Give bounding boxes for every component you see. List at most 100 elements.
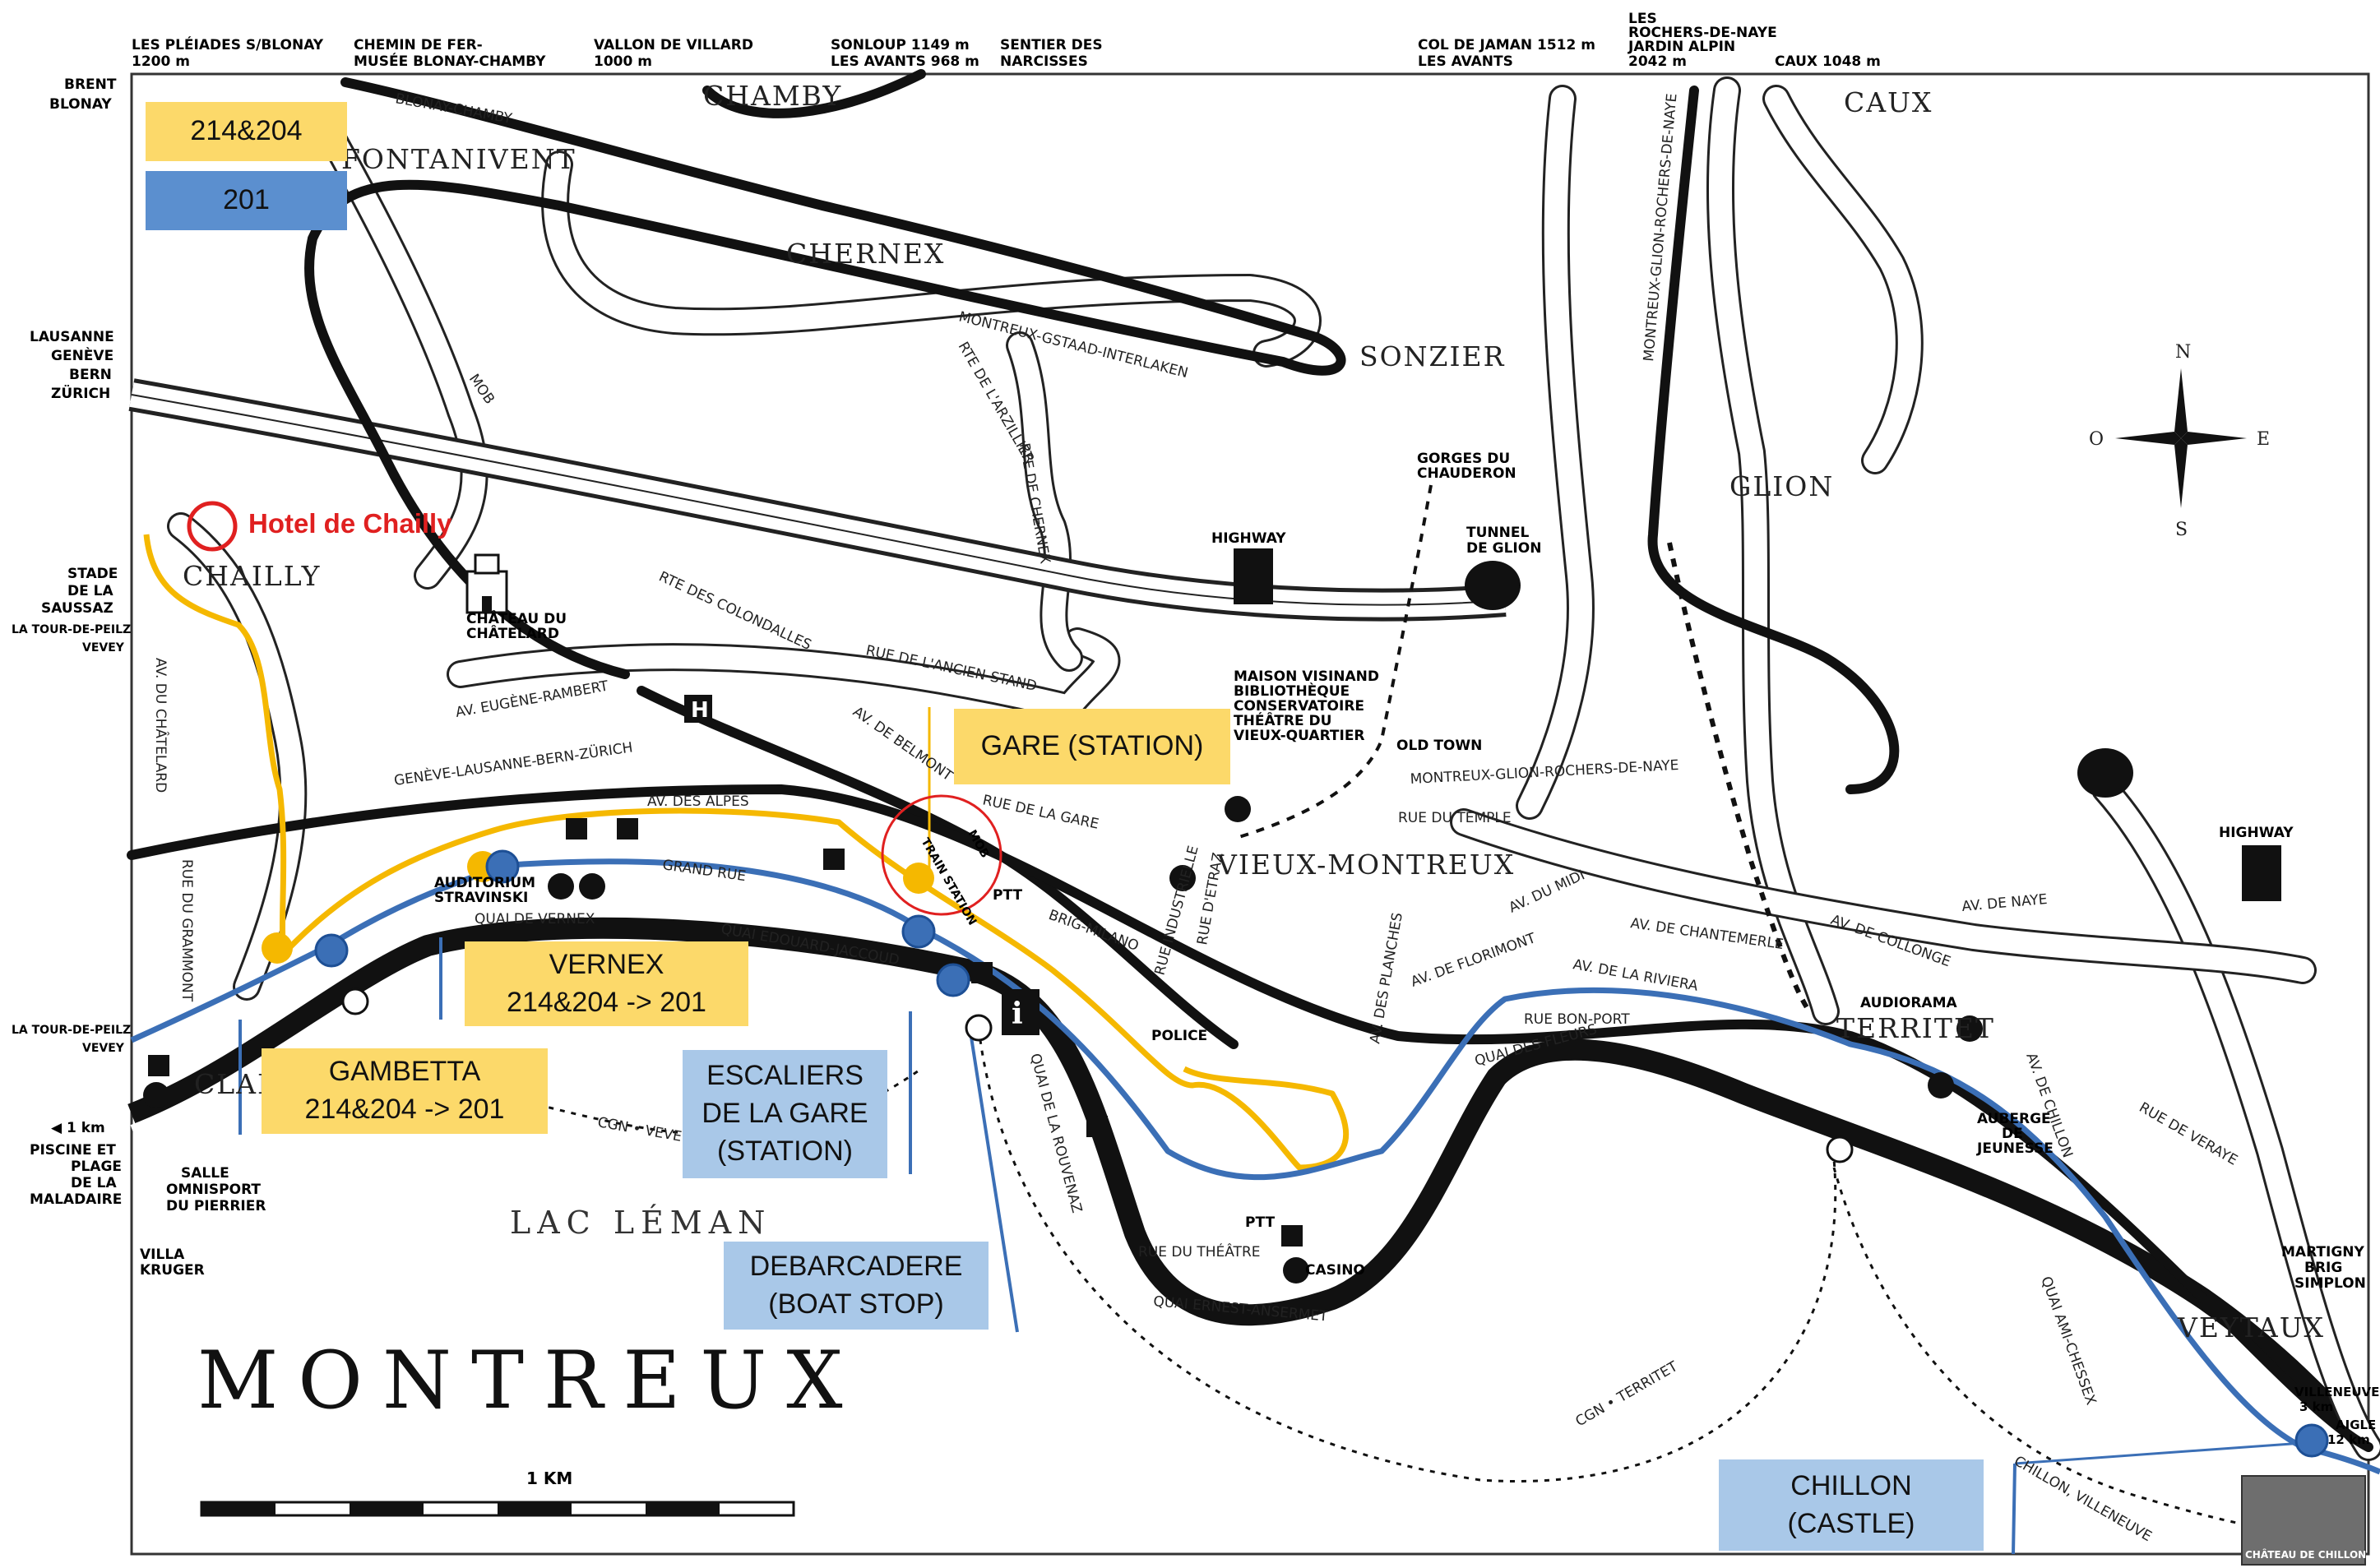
towns-chernex-label: CHERNEX bbox=[786, 238, 945, 270]
info-i: i bbox=[1012, 997, 1023, 1031]
left-labels-onekm-label: ◀ 1 km bbox=[51, 1120, 105, 1136]
boat-route-territet bbox=[977, 1027, 1837, 1482]
places-maison3-label: CONSERVATOIRE bbox=[1234, 698, 1364, 715]
left-labels-tour2-label: LA TOUR-DE-PEILZ bbox=[12, 1024, 131, 1037]
left-labels-zurich-label: ZÜRICH bbox=[51, 384, 110, 402]
streets-chillon-villeneuve-label: CHILLON, VILLENEUVE bbox=[2012, 1453, 2155, 1545]
bus-stop-gambetta-yellow[interactable] bbox=[262, 932, 293, 964]
top-labels-pleiades-label: LES PLÉIADES S/BLONAY bbox=[132, 35, 324, 53]
streets-alpes-label: AV. DES ALPES bbox=[647, 793, 749, 810]
compass-e: E bbox=[2257, 429, 2270, 450]
left-labels-vevey1-label: VEVEY bbox=[82, 641, 125, 654]
streets-theatre-label: RUE DU THÉÂTRE bbox=[1138, 1242, 1261, 1260]
highway bbox=[128, 378, 1507, 622]
top-labels-rochers2-label: ROCHERS-DE-NAYE bbox=[1628, 25, 1777, 41]
bus-stop-escaliers-blue[interactable] bbox=[901, 914, 936, 949]
places-villa1-label: VILLA bbox=[140, 1247, 185, 1263]
left-labels-lausanne-label: LAUSANNE bbox=[30, 329, 114, 345]
places-highway2-label: HIGHWAY bbox=[2219, 825, 2294, 841]
bus-line-214-204 bbox=[143, 534, 1350, 1171]
compass-s: S bbox=[2175, 520, 2188, 540]
streets-cgn-vevey-label: CGN • VEVEY bbox=[596, 1114, 692, 1147]
places-chateau2-label: CHÂTELARD bbox=[466, 624, 559, 642]
top-labels-narcisses-label: NARCISSES bbox=[1000, 53, 1088, 70]
parking-icons bbox=[148, 818, 1303, 1247]
top-labels-musee-label: MUSÉE BLONAY-CHAMBY bbox=[354, 52, 546, 70]
streets-gare-label: RUE DE LA GARE bbox=[981, 792, 1100, 832]
top-labels-col-label: COL DE JAMAN 1512 m bbox=[1418, 37, 1595, 53]
left-labels-piscine2-label: PLAGE bbox=[71, 1159, 122, 1175]
places-auberge1-label: AUBERGE bbox=[1977, 1111, 2051, 1127]
streets-veraye-label: RUE DE VERAYE bbox=[2137, 1099, 2241, 1169]
places-audio1-label: AUDITORIUM bbox=[434, 875, 535, 891]
bus-stop-gare-yellow[interactable] bbox=[903, 863, 934, 894]
top-labels: LES PLÉIADES S/BLONAY 1200 m CHEMIN DE F… bbox=[132, 11, 1881, 70]
map-title: MONTREUX bbox=[197, 1334, 863, 1427]
places-aigle2-label: 12 km bbox=[2327, 1432, 2370, 1447]
streets-belmont-label: AV. DE BELMONT bbox=[850, 704, 956, 785]
highway-sign-icon bbox=[1234, 548, 1273, 604]
places-maison2-label: BIBLIOTHÈQUE bbox=[1234, 682, 1350, 700]
towns-fontanivent-label: FONTANIVENT bbox=[341, 143, 576, 175]
places-salle3-label: DU PIERRIER bbox=[166, 1198, 266, 1214]
places-maison4-label: THÉÂTRE DU bbox=[1234, 711, 1331, 729]
towns-territet-label: TERRITET bbox=[1836, 1012, 1995, 1044]
sbb-rail bbox=[127, 784, 2373, 1452]
chillon-pointer-2 bbox=[2014, 1441, 2304, 1465]
streets-bonport-label: RUE BON-PORT bbox=[1524, 1011, 1630, 1028]
towns-chailly-label: CHAILLY bbox=[183, 560, 321, 592]
places-tunnel2-label: DE GLION bbox=[1466, 540, 1541, 557]
streets-naye-label: AV. DE NAYE bbox=[1961, 891, 2049, 915]
note-debarcadere: DEBARCADERE (BOAT STOP) bbox=[724, 1242, 989, 1330]
hotel-marker bbox=[187, 501, 238, 552]
streets-temple-label: RUE DU TEMPLE bbox=[1398, 810, 1512, 826]
compass-n: N bbox=[2175, 342, 2191, 363]
top-labels-rochers1-label: LES bbox=[1628, 11, 1657, 27]
note-chillon: CHILLON (CASTLE) bbox=[1719, 1459, 1984, 1551]
bus-stop-vernex-blue[interactable] bbox=[485, 849, 520, 884]
top-labels-pleiades-alt-label: 1200 m bbox=[132, 53, 190, 70]
left-labels-bern-label: BERN bbox=[69, 367, 112, 383]
top-labels-sentier-label: SENTIER DES bbox=[1000, 37, 1103, 53]
poi-dots bbox=[143, 796, 1983, 1284]
bus-stop-debarcadere-blue[interactable] bbox=[936, 963, 970, 997]
streets-cgn-territet-label: CGN • TERRITET bbox=[1573, 1358, 1682, 1431]
bus-stop-gambetta-blue[interactable] bbox=[314, 933, 349, 968]
legend-line-214-204: 214&204 bbox=[146, 102, 347, 161]
blonay-chamby-rail bbox=[304, 77, 1346, 679]
bus-stop-chillon-blue[interactable] bbox=[2294, 1423, 2329, 1458]
chillon-pointer bbox=[2012, 1463, 2017, 1555]
map-frame bbox=[130, 72, 2370, 1556]
left-labels-stade3-label: SAUSSAZ bbox=[41, 600, 113, 617]
places-martigny2-label: BRIG bbox=[2304, 1260, 2342, 1276]
compass: N S E O bbox=[2089, 342, 2270, 540]
place-labels: HIGHWAY HIGHWAY TUNNEL DE GLION GORGES D… bbox=[140, 451, 2379, 1561]
places-gorges1-label: GORGES DU bbox=[1417, 451, 1510, 467]
places-ptt1-label: PTT bbox=[993, 887, 1022, 904]
left-labels-geneve-label: GENÈVE bbox=[51, 346, 113, 364]
mgi-rail bbox=[702, 69, 926, 118]
towns-veytaux-label: VEYTAUX bbox=[2177, 1311, 2325, 1344]
left-labels-stade1-label: STADE bbox=[67, 566, 118, 582]
left-labels-stade2-label: DE LA bbox=[67, 583, 113, 599]
hotel-label: Hotel de Chailly bbox=[248, 508, 452, 539]
debarcadere-pointer bbox=[969, 1031, 1019, 1333]
towns-sonzier-label: SONZIER bbox=[1359, 340, 1505, 372]
places-ptt2-label: PTT bbox=[1245, 1214, 1275, 1231]
chillon-thumbnail bbox=[2241, 1475, 2366, 1566]
top-labels-vallon-label: VALLON DE VILLARD bbox=[594, 37, 753, 53]
streets-chatelard-av-label: AV. DU CHÂTELARD bbox=[152, 658, 170, 793]
places-maison5-label: VIEUX-QUARTIER bbox=[1234, 728, 1365, 744]
streets-glb-label: GENÈVE-LAUSANNE-BERN-ZÜRICH bbox=[393, 738, 634, 789]
places-martigny3-label: SIMPLON bbox=[2294, 1275, 2366, 1292]
note-escaliers: ESCALIERS DE LA GARE (STATION) bbox=[683, 1050, 887, 1178]
legend-line-201: 201 bbox=[146, 171, 347, 230]
streets-blonay-chamby-label: BLONAY-CHAMBY bbox=[394, 90, 513, 127]
places-casino-label: CASINO bbox=[1305, 1262, 1365, 1279]
places-salle1-label: SALLE bbox=[181, 1165, 229, 1182]
town-labels: CHAMBY FONTANIVENT CHERNEX SONZIER CAUX … bbox=[183, 80, 2325, 1344]
streets-chantemerle-label: AV. DE CHANTEMERLE bbox=[1629, 915, 1785, 953]
chauderon-path bbox=[1233, 484, 1433, 840]
top-labels-caux-label: CAUX 1048 m bbox=[1775, 53, 1881, 70]
